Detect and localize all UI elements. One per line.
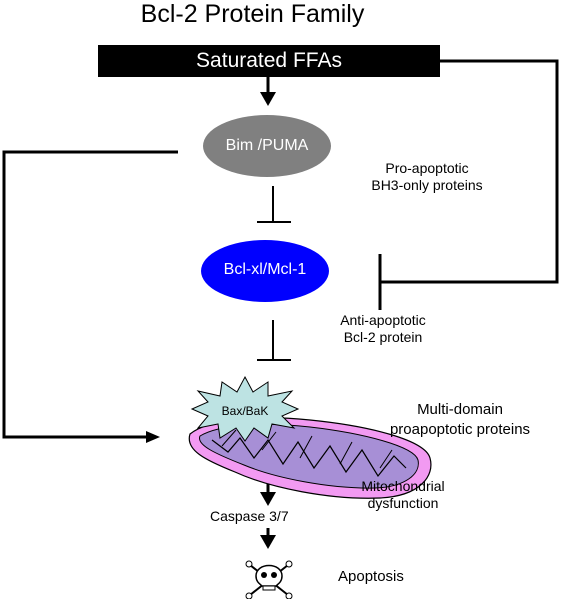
arrow-mito-to-caspase — [260, 484, 276, 506]
anti-apoptotic-line-2: Bcl-2 protein — [343, 329, 423, 345]
bax-bak-label: Bax/BaK — [221, 404, 269, 418]
bim-puma-label: Bim /PUMA — [225, 137, 309, 154]
pro-apoptotic-line-1: Pro-apoptotic — [385, 160, 469, 176]
bax-bak-star — [190, 375, 300, 442]
pro-apoptotic-line-2: BH3-only proteins — [371, 177, 483, 193]
diagram-title: Bcl-2 Protein Family — [140, 0, 365, 28]
caspase-label: Caspase 3/7 — [210, 508, 289, 524]
inhibition-bcl-to-bax — [257, 320, 291, 361]
multi-domain-line-2: proapoptotic proteins — [389, 421, 531, 438]
skull-crossbones-icon — [245, 560, 293, 599]
anti-apoptotic-label: Anti-apoptotic Bcl-2 protein — [328, 312, 438, 346]
mito-line-1: Mitochondrial — [361, 478, 445, 494]
mitochondrion-icon — [188, 417, 432, 499]
ffa-box — [98, 45, 440, 77]
arrow-caspase-to-apoptosis — [260, 528, 276, 549]
bim-puma-node — [203, 115, 331, 177]
ffa-label: Saturated FFAs — [196, 49, 342, 72]
bcl-xl-mcl-1-label: Bcl-xl/Mcl-1 — [223, 261, 307, 278]
arrow-bim-to-bax — [2, 150, 178, 443]
inhibition-bim-to-bcl — [257, 186, 291, 223]
mitochondrial-dysfunction-label: Mitochondrial dysfunction — [348, 478, 458, 512]
bcl-xl-mcl-1-node — [201, 240, 329, 302]
inhibition-ffa-to-bcl — [378, 59, 559, 310]
multi-domain-line-1: Multi-domain — [417, 401, 503, 418]
pro-apoptotic-label: Pro-apoptotic BH3-only proteins — [362, 160, 492, 194]
arrow-ffa-to-bim — [260, 77, 276, 106]
apoptosis-label: Apoptosis — [338, 568, 404, 585]
multi-domain-label: Multi-domain proapoptotic proteins — [385, 400, 535, 440]
anti-apoptotic-line-1: Anti-apoptotic — [340, 312, 426, 328]
mito-line-2: dysfunction — [367, 495, 439, 511]
